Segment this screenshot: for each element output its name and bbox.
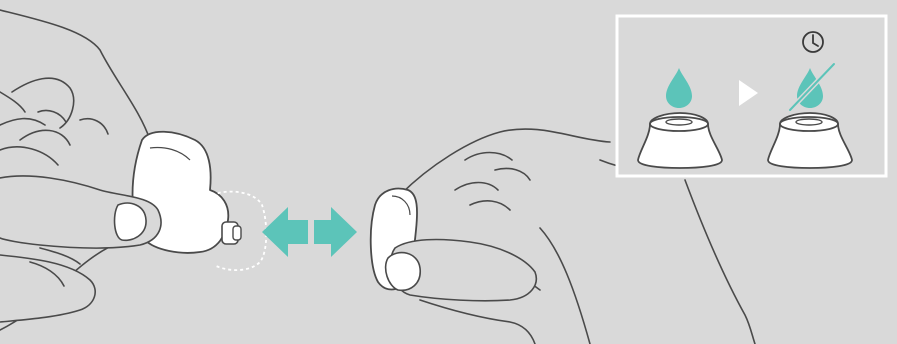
right-hand-thumb xyxy=(384,238,537,302)
crossed-out-water-drop-icon xyxy=(787,61,837,113)
ear-tip-placeholder-outline xyxy=(211,190,268,271)
inset-panel xyxy=(615,14,888,178)
triangle-arrow-right-icon xyxy=(739,80,758,106)
ear-tip-dry xyxy=(767,112,853,169)
left-hand-fingers xyxy=(0,175,162,323)
water-drop-icon xyxy=(666,68,692,108)
ear-tip-wet xyxy=(637,112,723,169)
double-arrow-left-right-icon xyxy=(262,207,357,257)
clock-icon xyxy=(802,31,824,53)
